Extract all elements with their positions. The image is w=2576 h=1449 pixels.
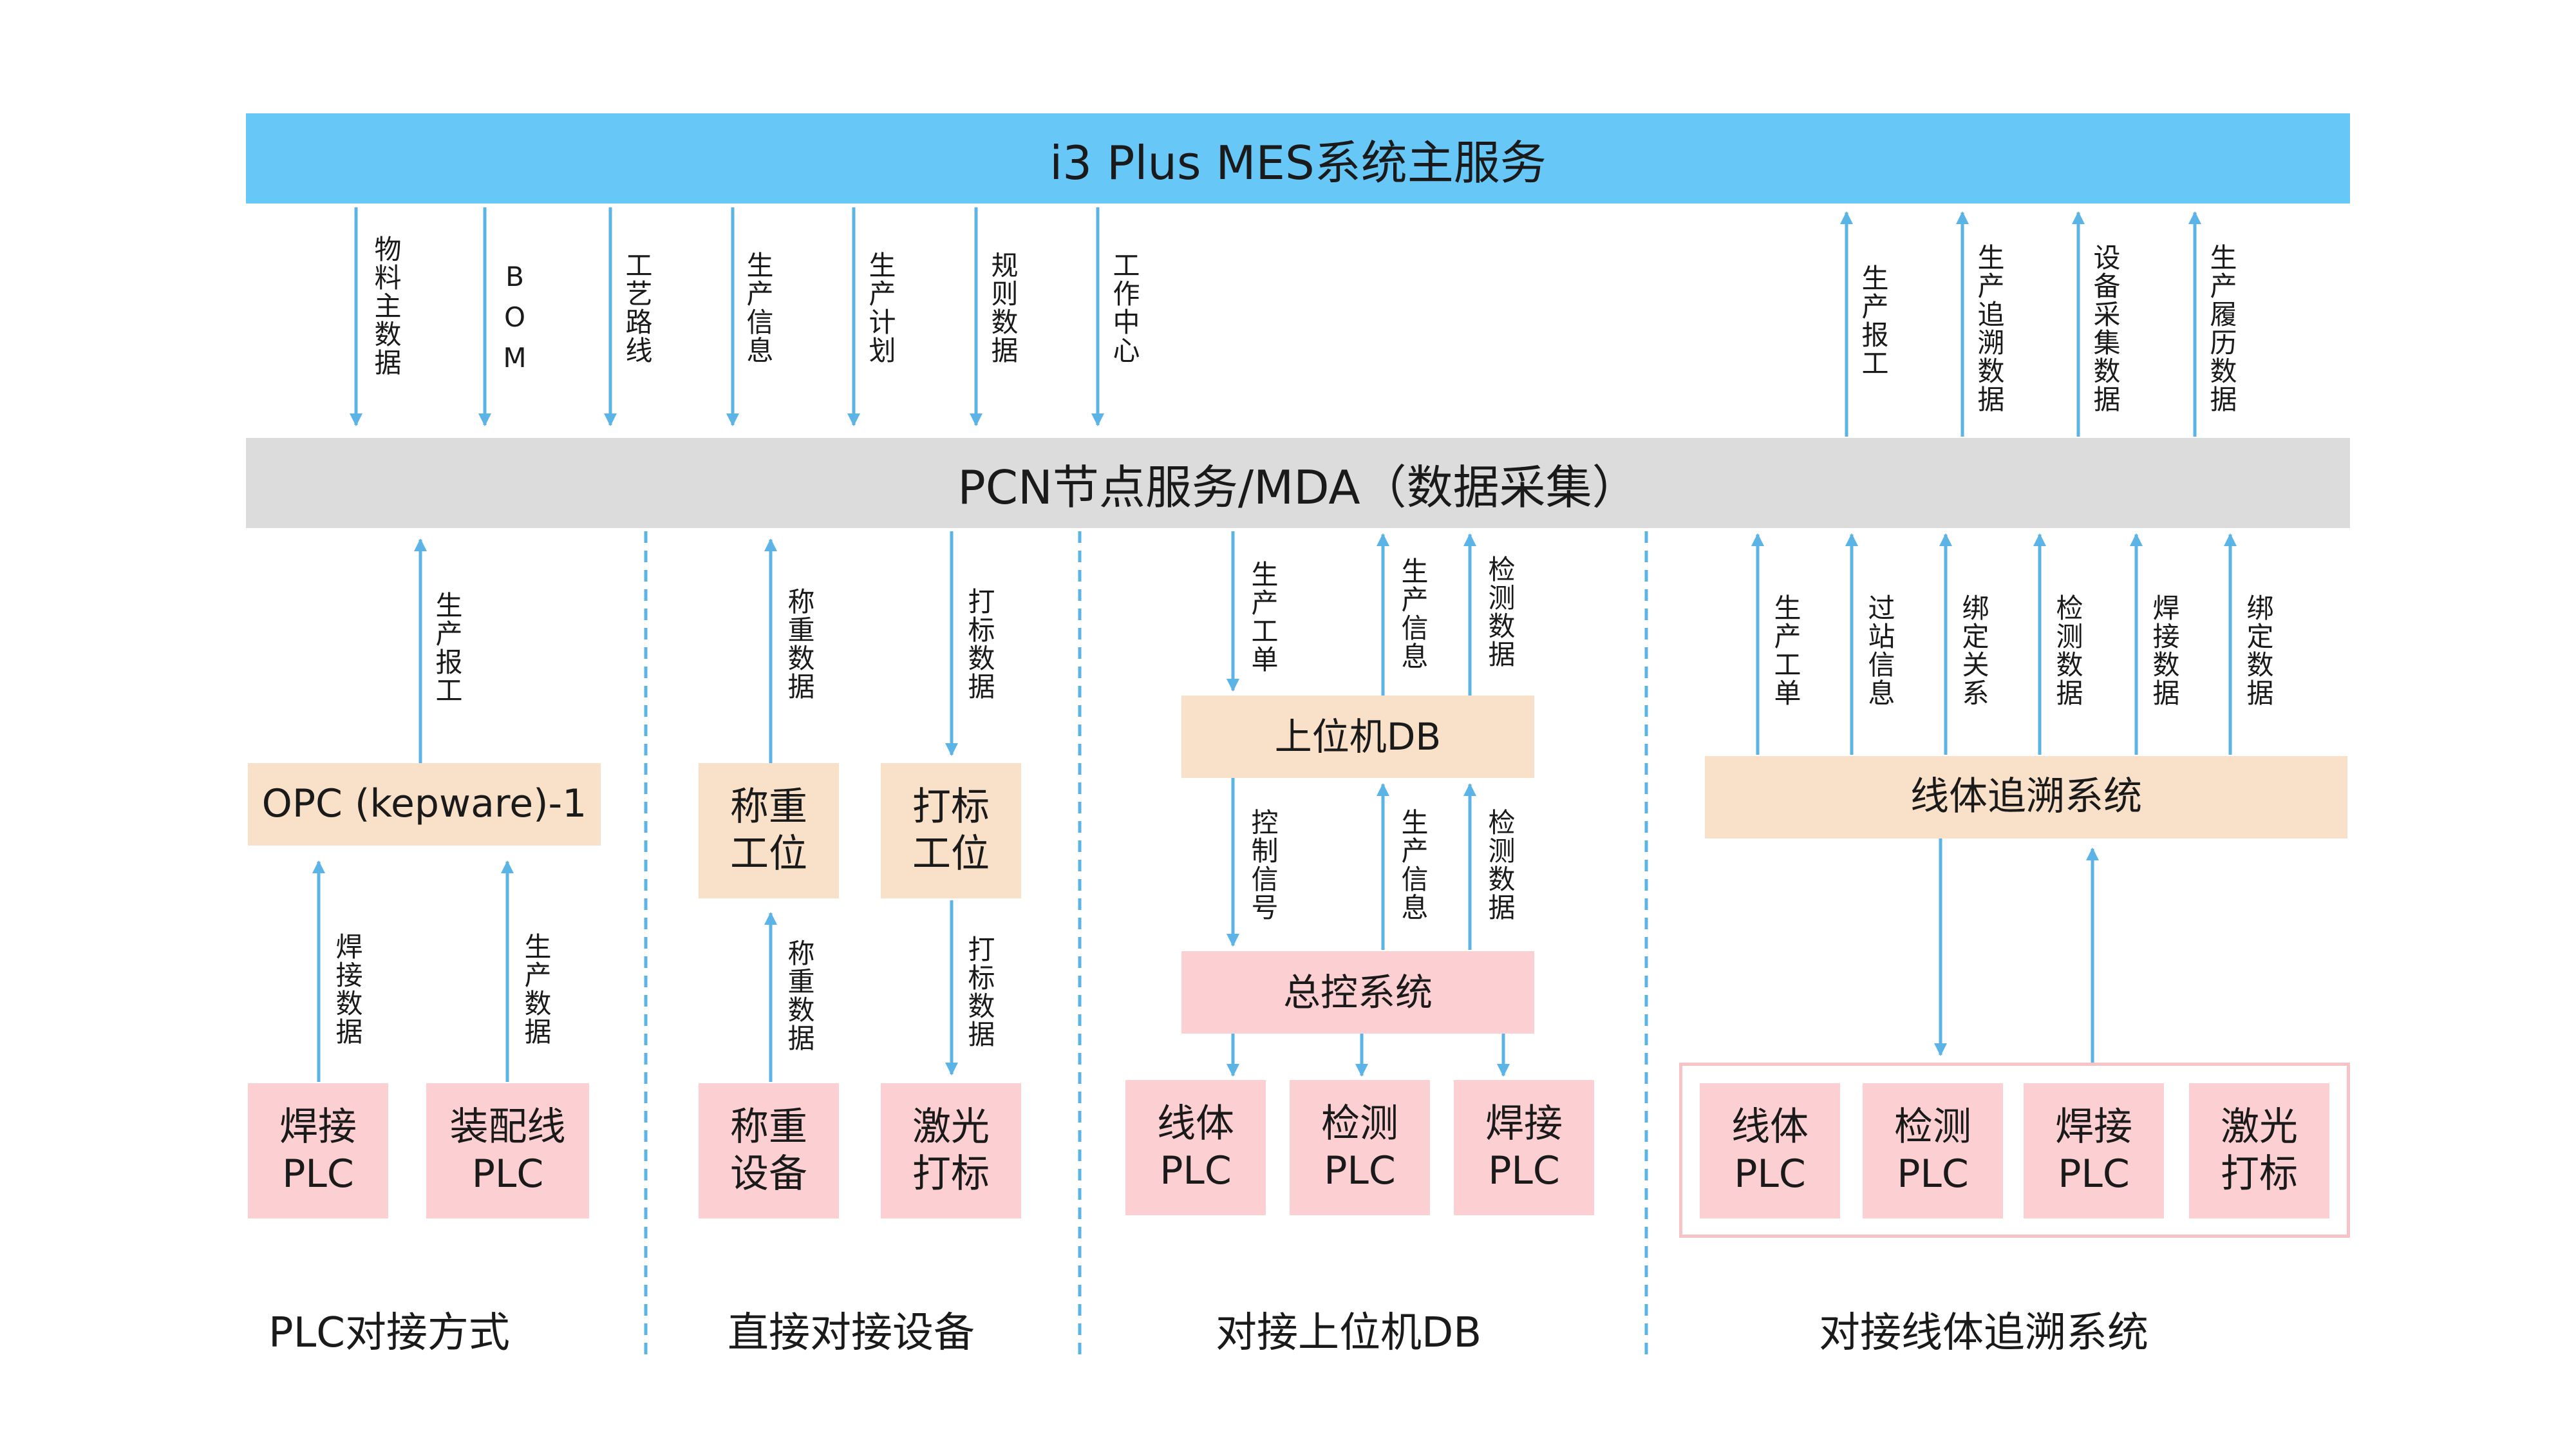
device-line-plc: 线体 PLC [1125,1080,1266,1215]
device-weighing-equipment: 称重 设备 [699,1083,839,1218]
flow-label-trace-work-order: 生产工单 [1770,594,1801,707]
flow-label-inspection-data-up: 检测数据 [1484,555,1516,668]
device-trace-inspection-plc: 检测 PLC [1863,1083,2003,1218]
flow-label-process-route: 工艺路线 [621,251,653,365]
device-trace-line-plc: 线体 PLC [1700,1083,1840,1218]
device-welding-plc: 焊接 PLC [248,1083,388,1218]
trace-device-group-frame [1679,1063,2350,1238]
station-weighing: 称重 工位 [699,763,839,898]
opc-kepware-box: OPC (kepware)-1 [248,763,601,846]
flow-label-bom: BOM [499,261,531,383]
flow-label-rule-data: 规则数据 [987,251,1019,365]
flow-label-welding-data: 焊接数据 [332,933,363,1046]
flow-label-trace-welding-data: 焊接数据 [2148,594,2180,707]
flow-label-work-order: 生产工单 [1247,560,1279,674]
mes-main-service-bar: i3 Plus MES系统主服务 [246,113,2350,204]
device-welding-plc-2: 焊接 PLC [1454,1080,1594,1215]
section-label-plc: PLC对接方式 [268,1309,510,1357]
flow-label-production-info-up: 生产信息 [1397,557,1429,670]
flow-label-material-master: 物料主数据 [370,235,402,377]
flow-label-production-info-low: 生产信息 [1397,808,1429,922]
device-trace-laser-marking: 激光 打标 [2189,1083,2329,1218]
flow-label-production-info: 生产信息 [742,251,774,365]
flow-label-production-data: 生产数据 [520,933,552,1046]
master-control-system-box: 总控系统 [1181,951,1534,1034]
device-laser-marking: 激光 打标 [881,1083,1021,1218]
device-inspection-plc: 检测 PLC [1290,1080,1430,1215]
device-trace-welding-plc: 焊接 PLC [2024,1083,2164,1218]
flow-label-production-plan: 生产计划 [865,251,896,365]
section-label-trace: 对接线体追溯系统 [1819,1309,2148,1357]
flow-label-mark-data-down: 打标数据 [964,935,995,1048]
flow-label-control-signal: 控制信号 [1247,808,1279,922]
station-marking: 打标 工位 [881,763,1021,898]
flow-label-weigh-data-up: 称重数据 [784,587,815,701]
flow-label-history-data: 生产履历数据 [2206,243,2237,413]
pcn-node-service-title: PCN节点服务/MDA（数据采集） [957,460,1639,515]
flow-label-station-info: 过站信息 [1864,594,1895,707]
pcn-node-service-bar: PCN节点服务/MDA（数据采集） [246,438,2350,528]
flow-label-binding-relation: 绑定关系 [1958,594,1989,707]
section-label-hostdb: 对接上位机DB [1216,1309,1482,1357]
device-assembly-plc: 装配线 PLC [426,1083,589,1218]
flow-label-work-center: 工作中心 [1109,251,1140,365]
line-trace-system-box: 线体追溯系统 [1705,756,2347,838]
host-db-box: 上位机DB [1181,696,1534,778]
section-label-direct: 直接对接设备 [728,1309,975,1357]
flow-label-opc-report: 生产报工 [431,591,463,705]
flow-label-mark-data-up: 打标数据 [964,587,995,701]
flow-label-trace-data: 生产追溯数据 [1973,243,2005,413]
flow-label-inspection-data-low: 检测数据 [1484,808,1516,922]
flow-label-production-report: 生产报工 [1857,264,1889,377]
mes-main-service-title: i3 Plus MES系统主服务 [1049,135,1547,190]
flow-label-trace-inspection-data: 检测数据 [2052,594,2083,707]
flow-label-equipment-data: 设备采集数据 [2089,243,2121,413]
flow-label-binding-data: 绑定数据 [2242,594,2274,707]
flow-label-weigh-data-down: 称重数据 [784,939,815,1052]
